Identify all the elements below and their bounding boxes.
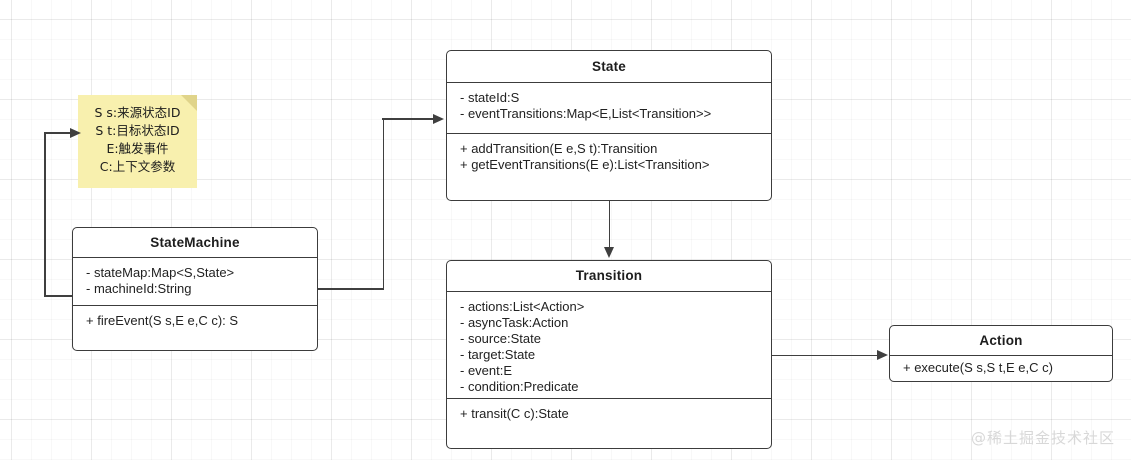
connector-statemachine-note-segment (44, 132, 71, 134)
attribute-line: - condition:Predicate (460, 379, 579, 394)
class-title-action: Action (979, 333, 1023, 348)
class-title-state: State (591, 59, 626, 74)
class-operations-statemachine: + fireEvent(S s,E e,C c): S (73, 305, 317, 350)
attribute-line: - target:State (460, 347, 536, 362)
note-line: S t:目标状态ID (95, 123, 180, 138)
attribute-line: - machineId:String (86, 281, 192, 296)
operation-line: + transit(C c):State (460, 406, 569, 421)
attribute-line: - stateId:S (460, 90, 520, 105)
operation-line: + getEventTransitions(E e):List<Transiti… (460, 157, 710, 172)
connector-statemachine-state-segment (318, 288, 384, 290)
connector-statemachine-note-segment (44, 132, 46, 296)
watermark: @稀土掘金技术社区 (970, 429, 1115, 447)
attribute-line: - actions:List<Action> (460, 299, 585, 314)
class-title-statemachine: StateMachine (150, 235, 240, 250)
operation-line: + fireEvent(S s,E e,C c): S (86, 313, 239, 328)
connector-statemachine-note-segment (44, 295, 73, 297)
attribute-line: - stateMap:Map<S,State> (86, 265, 235, 280)
note-body: S s:来源状态ID S t:目标状态ID E:触发事件 C:上下文参数 (78, 95, 197, 176)
class-operations-transition: + transit(C c):State (447, 398, 771, 448)
class-box-transition[interactable]: Transition - actions:List<Action> - asyn… (446, 260, 772, 449)
operation-line: + addTransition(E e,S t):Transition (460, 141, 658, 156)
arrowhead-to-state-icon (433, 113, 444, 124)
attribute-line: - source:State (460, 331, 541, 346)
arrowhead-to-transition-icon (604, 247, 614, 258)
note-line: C:上下文参数 (99, 159, 176, 174)
class-box-state[interactable]: State - stateId:S - eventTransitions:Map… (446, 50, 772, 201)
class-attributes-state: - stateId:S - eventTransitions:Map<E,Lis… (447, 82, 771, 133)
attribute-line: - eventTransitions:Map<E,List<Transition… (460, 106, 712, 121)
arrowhead-to-note-icon (70, 127, 81, 138)
class-operations-state: + addTransition(E e,S t):Transition + ge… (447, 133, 771, 200)
attribute-line: - asyncTask:Action (460, 315, 569, 330)
class-attributes-transition: - actions:List<Action> - asyncTask:Actio… (447, 291, 771, 398)
operation-line: + execute(S s,S t,E e,C c) (903, 360, 1053, 375)
note-line: E:触发事件 (106, 141, 169, 156)
connector-state-transition-segment (608, 201, 611, 248)
note-line: S s:来源状态ID (94, 105, 181, 120)
class-title-transition: Transition (575, 268, 643, 283)
class-box-action[interactable]: Action + execute(S s,S t,E e,C c) (889, 325, 1113, 382)
class-operations-action: + execute(S s,S t,E e,C c) (890, 355, 1112, 381)
connector-transition-action-segment (772, 354, 877, 357)
legend-note: S s:来源状态ID S t:目标状态ID E:触发事件 C:上下文参数 (78, 95, 197, 188)
connector-statemachine-state-segment (382, 118, 385, 289)
class-attributes-statemachine: - stateMap:Map<S,State> - machineId:Stri… (73, 257, 317, 305)
connector-statemachine-state-segment (382, 118, 434, 120)
attribute-line: - event:E (460, 363, 513, 378)
arrowhead-to-action-icon (877, 350, 888, 361)
class-box-statemachine[interactable]: StateMachine - stateMap:Map<S,State> - m… (72, 227, 318, 351)
